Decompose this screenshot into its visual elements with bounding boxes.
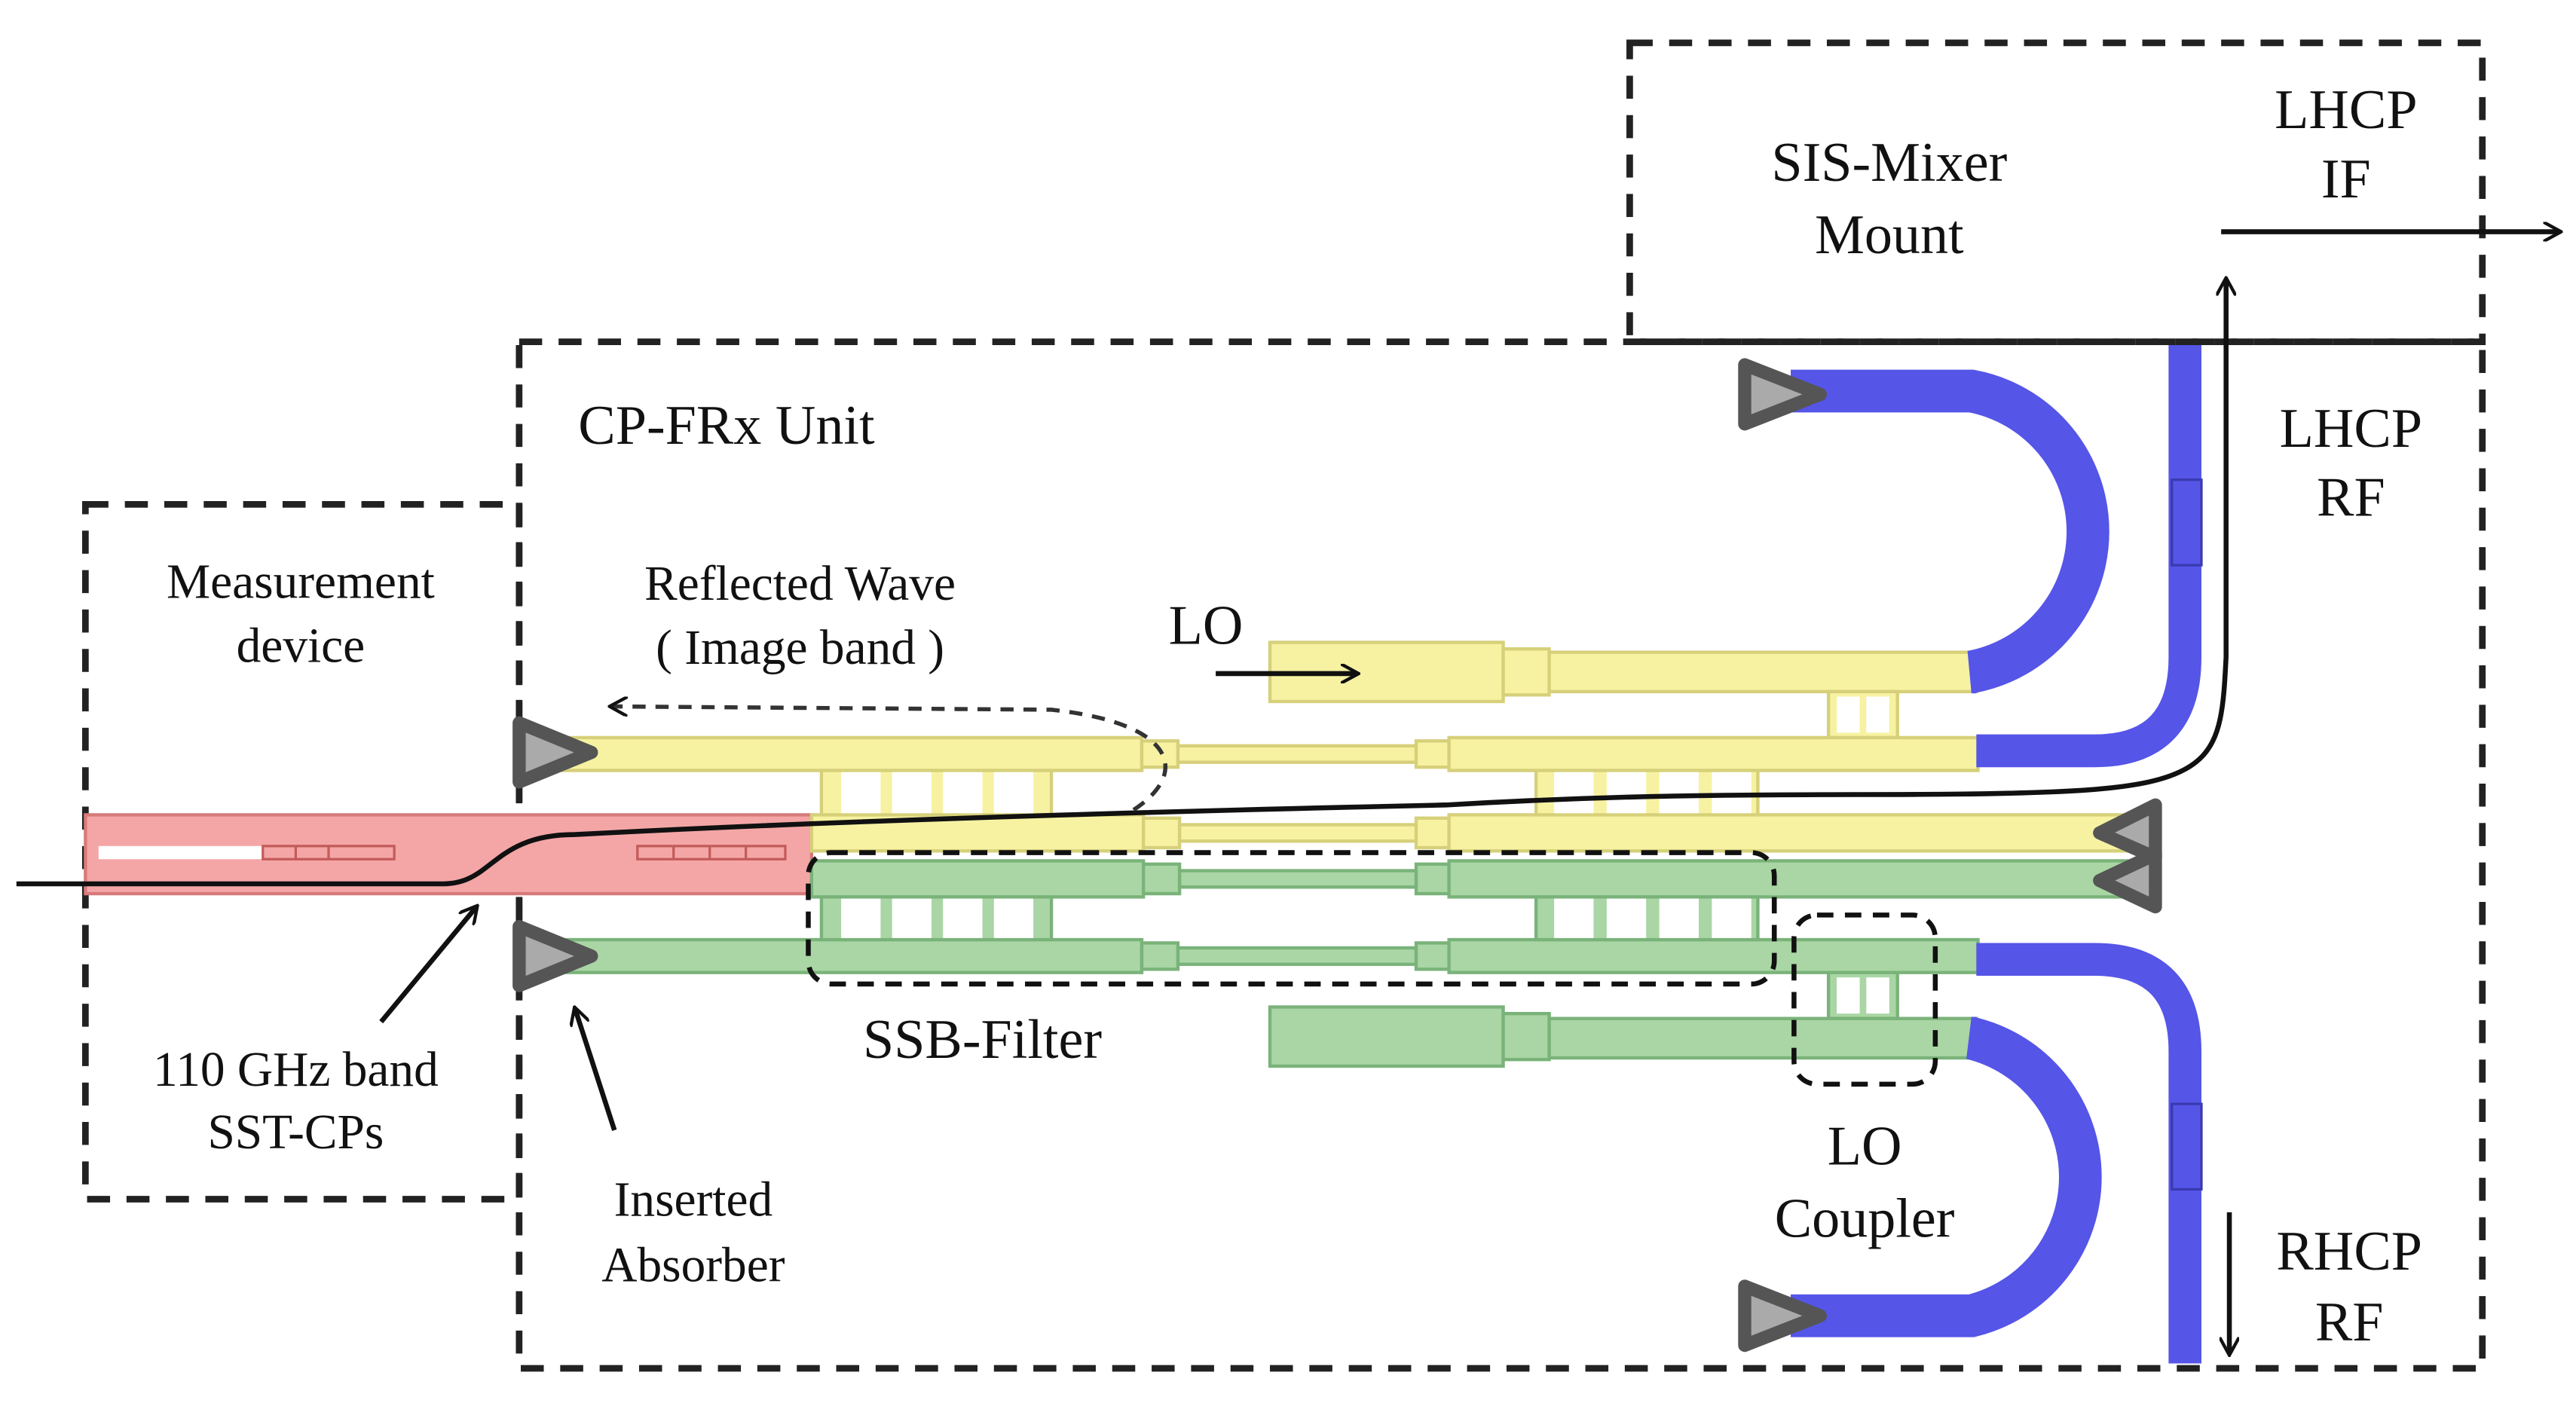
horn-termination-lower-icon — [2093, 848, 2162, 914]
yellow-waveguide-network — [540, 640, 2149, 853]
horn-left-bottom-icon — [512, 919, 598, 992]
absorber-pointer-arrow — [575, 1009, 617, 1131]
lo-coupler-highlight — [1791, 912, 1938, 1087]
blue-waveguide-network — [1791, 344, 2203, 1364]
measurement-label-line2: device — [237, 619, 366, 674]
ssb-filter-label: SSB-Filter — [863, 1009, 1102, 1071]
cpfrx-unit-label: CP-FRx Unit — [578, 395, 875, 457]
absorber-label-line2: Absorber — [601, 1238, 785, 1292]
lhcp-if-label-line1: LHCP — [2275, 79, 2417, 141]
sis-mixer-label-line1: SIS-Mixer — [1771, 132, 2007, 194]
band-label-line1: 110 GHz band — [153, 1043, 439, 1097]
band-label-line2: SST-CPs — [207, 1105, 384, 1160]
band-pointer-arrow — [379, 906, 476, 1024]
rhcp-rf-label-line2: RF — [2315, 1291, 2384, 1353]
lo-label: LO — [1169, 595, 1244, 657]
horn-left-top-icon — [512, 716, 598, 789]
horn-termination-upper-icon — [2093, 798, 2162, 864]
rhcp-rf-label-line1: RHCP — [2276, 1221, 2422, 1282]
lo-coupler-label-line2: Coupler — [1775, 1188, 1955, 1250]
lhcp-if-label-line2: IF — [2321, 148, 2371, 210]
horn-top-right-icon — [1738, 358, 1827, 431]
absorber-label-line1: Inserted — [614, 1172, 773, 1227]
green-waveguide-network — [540, 859, 2149, 1068]
sis-mixer-box — [1626, 39, 2486, 345]
measurement-label-line1: Measurement — [167, 555, 435, 610]
lo-coupler-label-line1: LO — [1828, 1116, 1902, 1178]
horn-antennas — [512, 358, 2162, 1353]
lhcp-rf-label-line1: LHCP — [2280, 398, 2422, 460]
reflected-wave-label-line1: Reflected Wave — [644, 557, 956, 611]
ssb-filter-highlight — [806, 850, 1777, 987]
reflected-wave-arrow — [611, 707, 1168, 812]
sis-mixer-label-line2: Mount — [1815, 204, 1964, 266]
signal-path-line — [16, 280, 2226, 887]
lhcp-rf-label-line2: RF — [2317, 467, 2385, 529]
horn-bottom-right-icon — [1738, 1279, 1827, 1353]
reflected-wave-label-line2: ( Image band ) — [656, 621, 944, 675]
